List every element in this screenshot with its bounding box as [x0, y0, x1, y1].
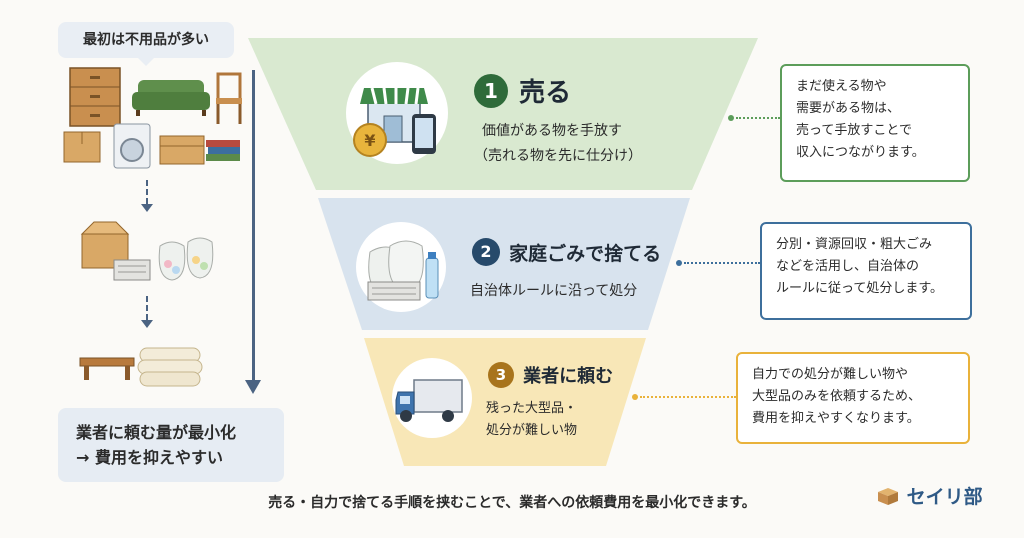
books-icon — [206, 140, 240, 161]
result-line-1: 業者に頼む量が最小化 — [76, 423, 237, 442]
tier-3-sub-2: 処分が難しい物 — [486, 423, 578, 438]
funnel-tier-1 — [248, 38, 758, 190]
start-label-text: 最初は不用品が多い — [83, 32, 209, 48]
yen-coin-icon: ¥ — [353, 123, 387, 157]
callout-sell: まだ使える物や 需要がある物は、 売って手放すことで 収入につながります。 — [780, 64, 970, 182]
tier-1-sub-1: 価値がある物を手放す — [482, 123, 622, 139]
tier-3-heading: 3 業者に頼む — [488, 362, 613, 388]
dashed-arrow-head — [141, 320, 153, 328]
newspaper-icon — [367, 281, 421, 301]
connector-line-2 — [684, 262, 760, 264]
initial-items-illustration — [63, 67, 242, 169]
furniture-icon — [69, 67, 121, 127]
tier-1-heading: 1 売る — [474, 72, 571, 109]
low-table-icon — [79, 357, 135, 380]
connector-dot-2 — [676, 260, 682, 266]
box-icon — [159, 135, 205, 165]
callout-vendor-line: 費用を抑えやすくなります。 — [752, 411, 920, 426]
garbage-bag-icon — [388, 240, 424, 291]
garbage-sorting-icon — [367, 240, 439, 301]
box-logo-icon — [878, 488, 898, 505]
tier-2-title: 家庭ごみで捨てる — [509, 242, 662, 265]
newspaper-icon — [113, 259, 151, 281]
callout-dispose-line: 分別・資源回収・粗大ごみ — [776, 237, 933, 252]
garbage-bag-icon — [158, 241, 186, 281]
callout-vendor-line: 大型品のみを依頼するため、 — [752, 389, 922, 404]
tier-1-number: 1 — [474, 73, 508, 108]
tier-3-number: 3 — [488, 362, 514, 388]
tier-2-sub-1: 自治体ルールに沿って処分 — [470, 283, 638, 299]
progress-arrow-line — [252, 70, 255, 382]
callout-sell-line: 収入につながります。 — [796, 145, 925, 160]
washing-machine-icon — [113, 123, 151, 169]
tier-3-sub-1: 残った大型品・ — [486, 401, 578, 416]
connector-dot-3 — [632, 394, 638, 400]
dashed-arrow-head — [141, 204, 153, 212]
callout-vendor-line: 自力での処分が難しい物や — [752, 367, 909, 382]
callout-sell-line: 売って手放すことで — [796, 123, 912, 138]
brand-logo: セイリ部 — [876, 482, 983, 509]
result-box: 業者に頼む量が最小化 → 費用を抑えやすい — [58, 408, 284, 482]
connector-line-1 — [736, 117, 780, 119]
tier-2-heading: 2 家庭ごみで捨てる — [472, 238, 661, 266]
chair-icon — [216, 72, 242, 124]
dashed-arrow — [146, 180, 148, 204]
callout-dispose-line: ルールに従って処分します。 — [776, 281, 944, 296]
garbage-bag-icon — [186, 237, 214, 279]
smartphone-icon — [412, 114, 436, 154]
sofa-icon — [132, 80, 210, 116]
connector-line-3 — [640, 396, 736, 398]
brand-name: セイリ部 — [906, 486, 983, 508]
connector-dot-1 — [728, 115, 734, 121]
callout-dispose-line: などを活用し、自治体の — [776, 259, 920, 274]
svg-text:¥: ¥ — [364, 131, 375, 150]
remaining-items-illustration — [79, 347, 203, 387]
callout-sell-line: まだ使える物や — [796, 79, 887, 94]
progress-arrow-head — [245, 380, 261, 394]
callout-vendor: 自力での処分が難しい物や 大型品のみを依頼するため、 費用を抑えやすくなります。 — [736, 352, 970, 444]
callout-dispose: 分別・資源回収・粗大ごみ などを活用し、自治体の ルールに従って処分します。 — [760, 222, 972, 320]
footer-caption: 売る・自力で捨てる手順を挟むことで、業者への依頼費用を最小化できます。 — [268, 495, 756, 511]
callout-sell-line: 需要がある物は、 — [796, 101, 901, 116]
water-bottle-icon — [425, 252, 439, 299]
tier-1-sub-2: （売れる物を先に仕分け） — [474, 148, 642, 164]
tier-3-title: 業者に頼む — [523, 366, 614, 387]
result-line-2: → 費用を抑えやすい — [76, 448, 223, 467]
futon-icon — [137, 347, 203, 387]
tier-2-number: 2 — [472, 238, 500, 266]
dashed-arrow — [146, 296, 148, 320]
sorted-items-illustration — [80, 221, 214, 281]
box-icon — [63, 131, 101, 163]
start-label: 最初は不用品が多い — [58, 22, 234, 66]
tier-1-title: 売る — [519, 78, 572, 108]
shop-icon: ¥ — [353, 87, 436, 157]
truck-icon — [395, 379, 463, 422]
